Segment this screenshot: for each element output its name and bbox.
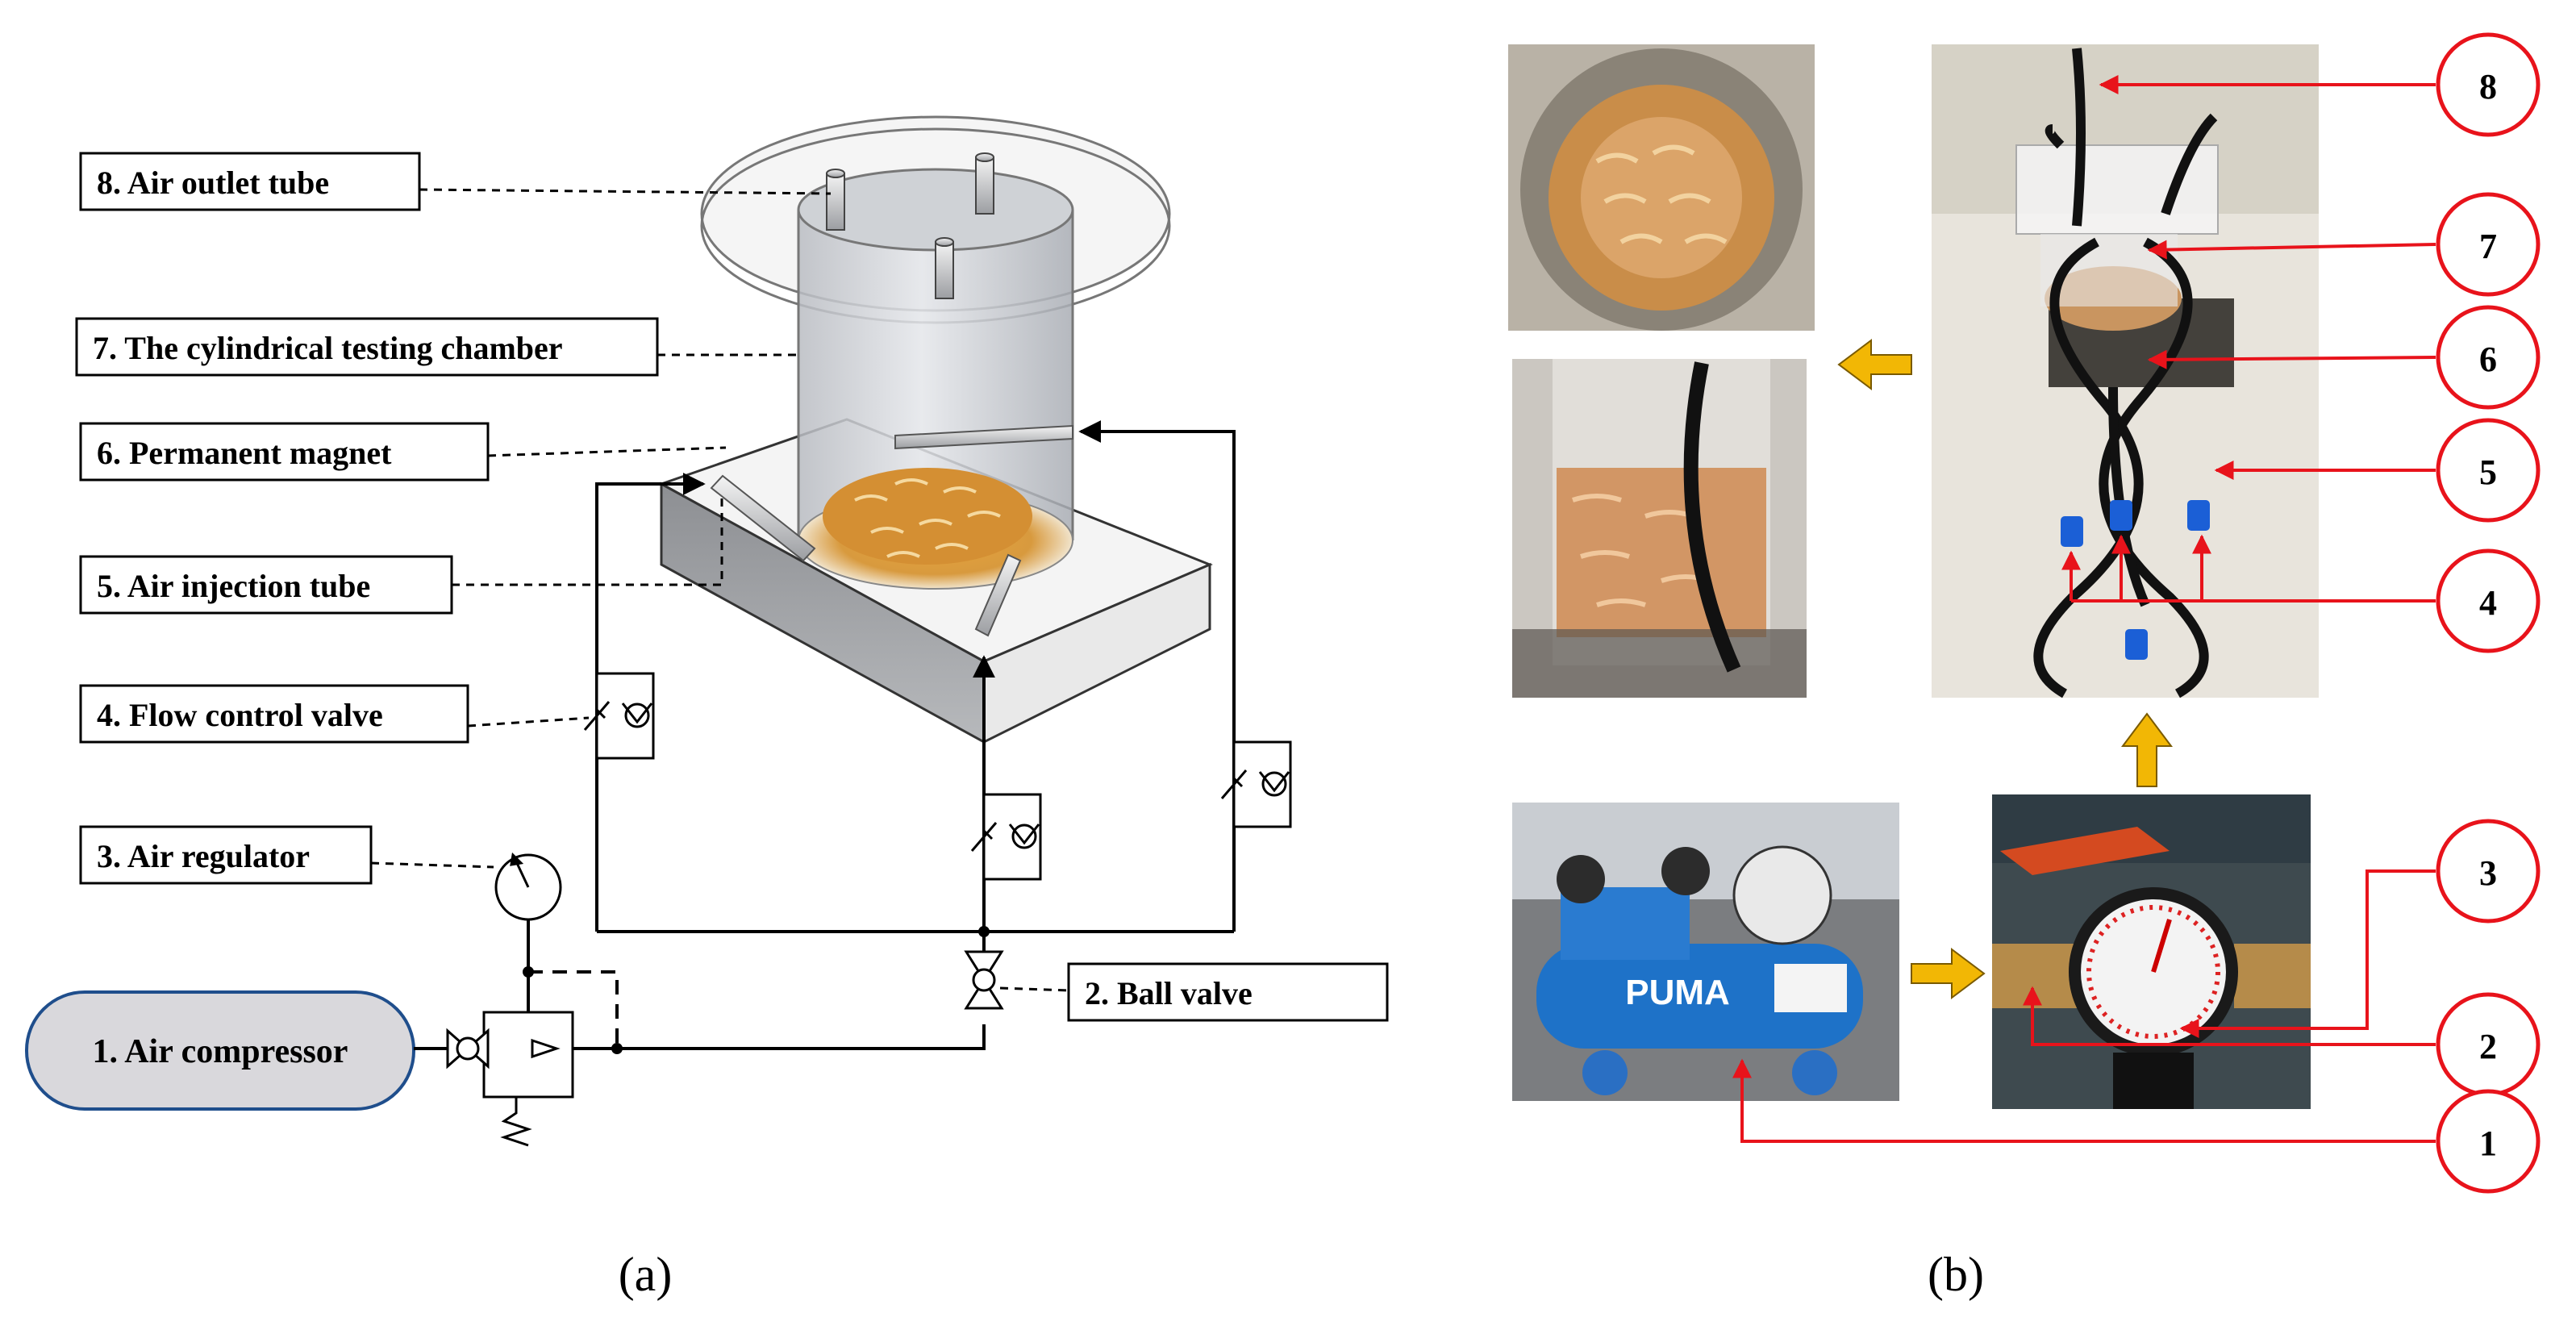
photo-regulator <box>1992 794 2311 1109</box>
label-ball-valve: 2. Ball valve <box>999 962 1389 1022</box>
callout-8: 8 <box>2099 32 2541 137</box>
callout-1: 1 <box>1732 1058 2541 1194</box>
grain-texture <box>854 478 1001 558</box>
svg-text:1: 1 <box>2479 1124 2497 1163</box>
svg-text:4: 4 <box>2479 583 2497 623</box>
flow-control-valve-right <box>1220 740 1292 828</box>
grain-pile <box>823 468 1032 565</box>
photo-compressor: PUMA <box>1512 803 1899 1101</box>
callout-4: 4 <box>2061 534 2541 653</box>
callout-3: 3 <box>2179 819 2541 1038</box>
process-arrows <box>1837 339 2173 999</box>
label-permanent-magnet: 6. Permanent magnet <box>79 422 727 482</box>
panel-a: 1. Air compressor 8. Air outlet tube 7. … <box>25 115 1389 1301</box>
label-air-outlet-tube: 8. Air outlet tube <box>79 152 832 211</box>
callouts: 8 7 6 5 4 <box>1732 32 2541 1194</box>
callout-7: 7 <box>2147 192 2541 297</box>
svg-text:6: 6 <box>2479 340 2497 379</box>
arrow-compressor-to-regulator <box>1911 948 1986 999</box>
photo-chamber-side <box>1512 359 1807 698</box>
flow-control-valve-middle <box>970 793 1042 881</box>
panel-b: PUMA 8 <box>1508 32 2541 1301</box>
caption-a: (a) <box>619 1248 673 1301</box>
arrow-to-photos <box>1837 339 1912 390</box>
callout-6: 6 <box>2147 305 2541 410</box>
svg-text:4. Flow control valve: 4. Flow control valve <box>97 697 383 733</box>
arrow-regulator-to-setup <box>2121 712 2173 787</box>
inlet-valve-symbol <box>446 1028 490 1070</box>
svg-text:5: 5 <box>2479 452 2497 492</box>
svg-text:7. The cylindrical testing cha: 7. The cylindrical testing chamber <box>93 330 563 366</box>
svg-text:2: 2 <box>2479 1027 2497 1066</box>
air-injection-tubes <box>710 424 1073 637</box>
svg-text:6. Permanent magnet: 6. Permanent magnet <box>97 435 392 471</box>
svg-text:8: 8 <box>2479 67 2497 106</box>
air-outlet-tubes <box>826 152 994 299</box>
brand-label: PUMA <box>1625 973 1730 1012</box>
label-air-regulator: 3. Air regulator <box>79 825 494 885</box>
flow-control-valve-left <box>583 672 655 760</box>
svg-text:3: 3 <box>2479 853 2497 893</box>
svg-text:2. Ball valve: 2. Ball valve <box>1085 975 1253 1011</box>
junction-dots <box>523 926 990 1054</box>
photo-grains-top <box>1508 44 1815 331</box>
air-compressor: 1. Air compressor <box>25 990 415 1111</box>
label-air-injection-tube: 5. Air injection tube <box>79 496 723 615</box>
caption-b: (b) <box>1928 1248 1984 1301</box>
svg-text:8. Air outlet tube: 8. Air outlet tube <box>97 165 329 201</box>
ball-valve-symbol <box>964 950 1004 1010</box>
compressor-label: 1. Air compressor <box>93 1033 348 1070</box>
label-flow-control-valve: 4. Flow control valve <box>79 684 590 744</box>
cylindrical-chamber <box>797 168 1074 590</box>
svg-text:7: 7 <box>2479 227 2497 266</box>
label-testing-chamber: 7. The cylindrical testing chamber <box>75 317 798 377</box>
svg-text:3. Air regulator: 3. Air regulator <box>97 838 310 874</box>
svg-text:5. Air injection tube: 5. Air injection tube <box>97 568 370 604</box>
callout-5: 5 <box>2214 418 2541 523</box>
pilot-line <box>528 970 619 1049</box>
